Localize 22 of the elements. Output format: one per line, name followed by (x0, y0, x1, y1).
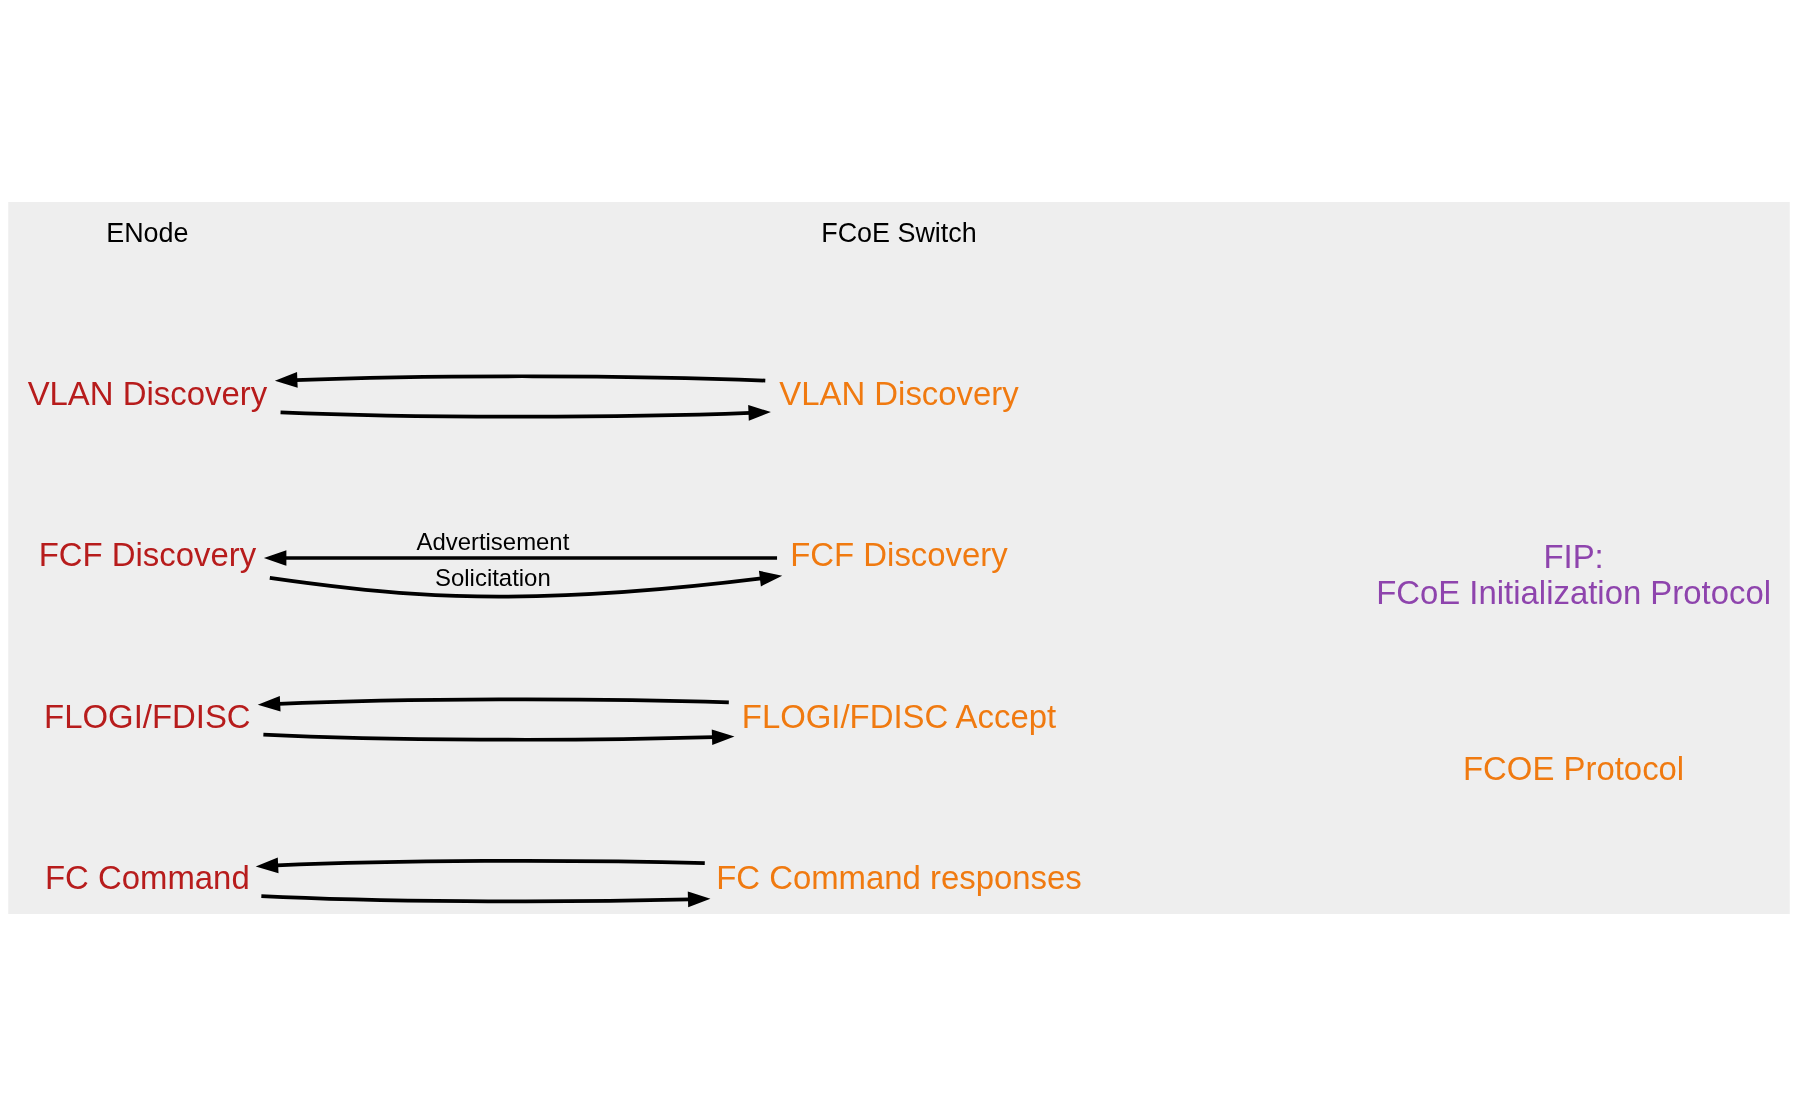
arrow (274, 372, 766, 388)
node-text: VLAN Discovery (27, 374, 268, 412)
arrow (263, 550, 778, 566)
node-text: FC Command responses (716, 859, 1082, 897)
edge-label: Advertisement (416, 528, 570, 556)
arrow (263, 729, 735, 746)
label: FCOE Protocol (1463, 750, 1685, 788)
label: FCoE Switch (821, 217, 977, 248)
arrow (257, 695, 729, 712)
arrow (255, 857, 705, 874)
label: FIP: FCoE Initialization Protocol (1376, 537, 1772, 611)
arrow (280, 405, 771, 421)
node-text: FCF Discovery (790, 536, 1008, 574)
arrow (269, 570, 783, 599)
node-text: FLOGI/FDISC Accept (741, 697, 1057, 735)
node-text: FCF Discovery (38, 536, 257, 574)
edge-label: Solicitation (435, 564, 551, 592)
node-text: VLAN Discovery (779, 374, 1019, 412)
arrow (261, 891, 711, 908)
node-text: FC Command (45, 859, 250, 897)
node-text: FLOGI/FDISC (44, 697, 251, 735)
label: ENode (106, 217, 189, 248)
